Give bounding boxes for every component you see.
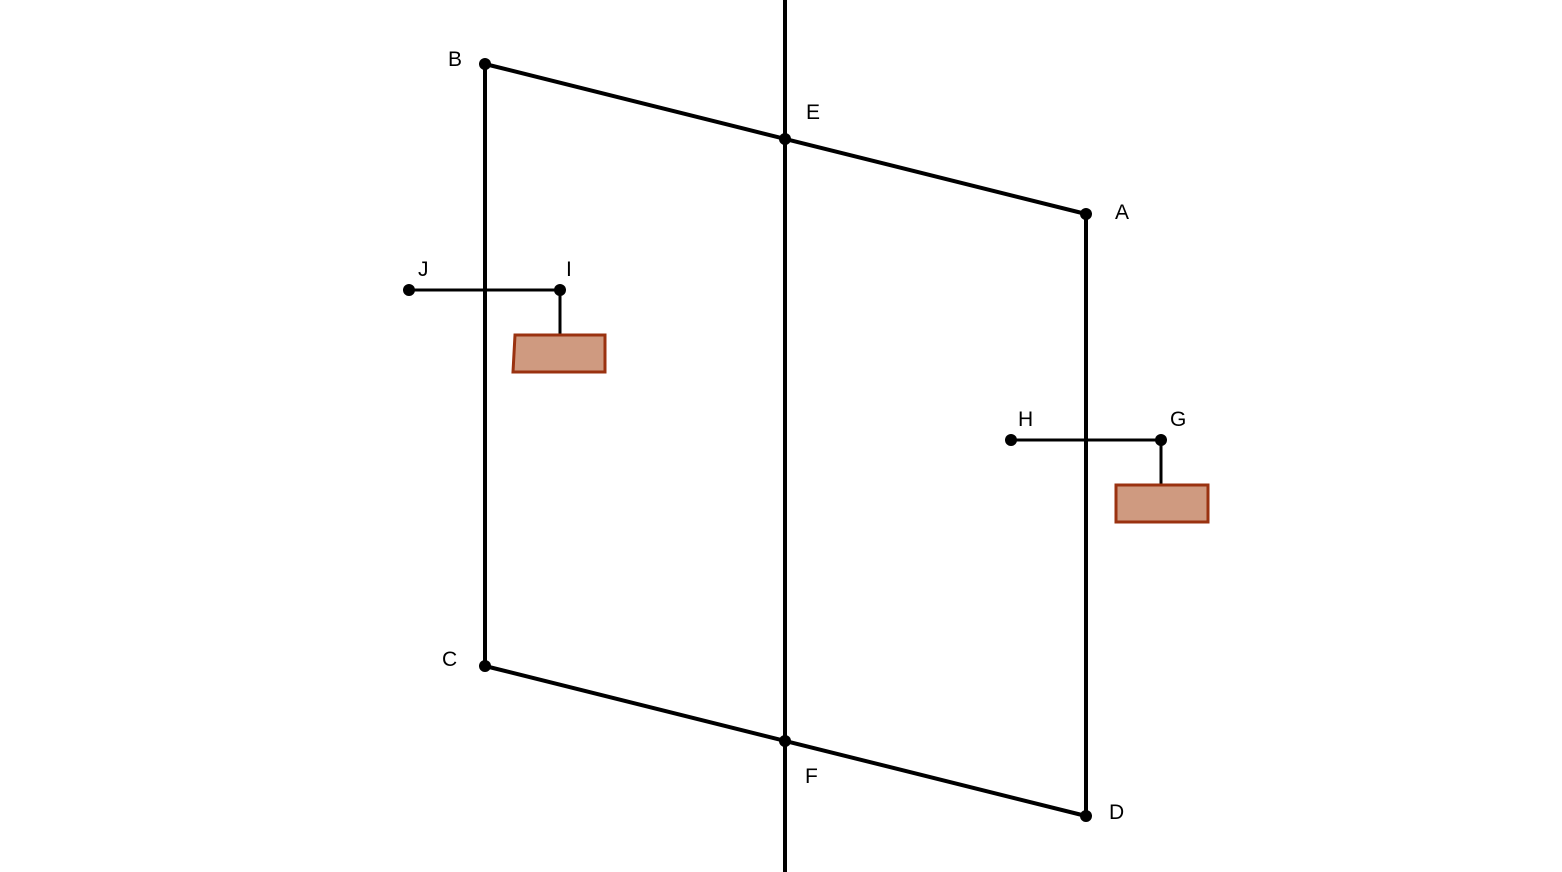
label-h: H (1018, 408, 1033, 431)
point-d (1080, 810, 1092, 822)
label-f: F (805, 765, 818, 788)
label-e: E (806, 101, 820, 124)
point-j (403, 284, 415, 296)
block-left (511, 333, 607, 374)
point-a (1080, 208, 1092, 220)
label-d: D (1109, 801, 1124, 824)
label-a: A (1115, 201, 1129, 224)
block-right (1114, 483, 1210, 524)
label-b: B (448, 48, 462, 71)
label-j: J (418, 258, 429, 281)
label-c: C (442, 648, 457, 671)
point-c (479, 660, 491, 672)
point-b (479, 58, 491, 70)
point-g (1155, 434, 1167, 446)
label-g: G (1170, 408, 1186, 431)
point-i (554, 284, 566, 296)
point-f (779, 735, 791, 747)
label-i: I (566, 258, 572, 281)
point-e (779, 133, 791, 145)
point-h (1005, 434, 1017, 446)
